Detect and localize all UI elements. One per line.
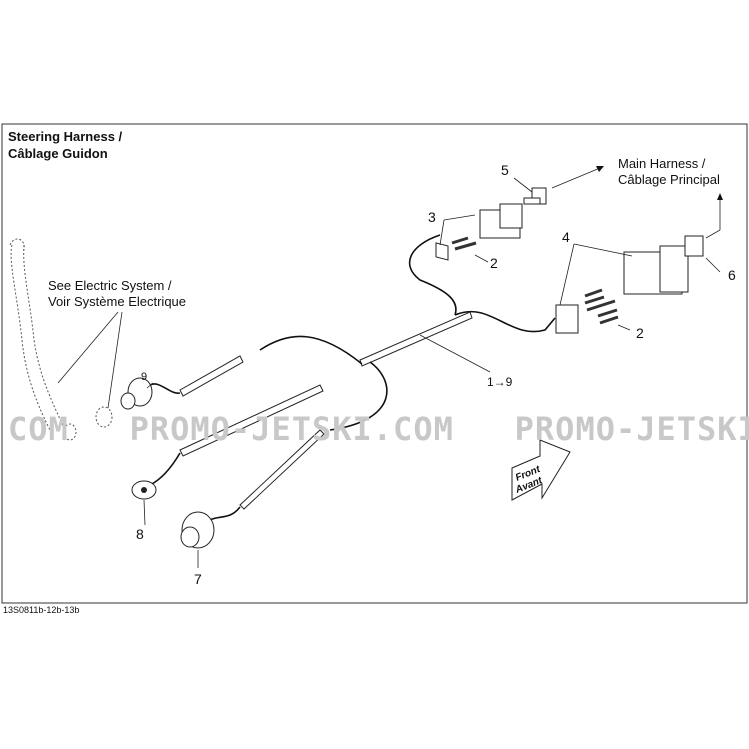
connector-5 xyxy=(523,187,547,205)
main-harness-line1: Main Harness / xyxy=(618,156,706,171)
title-line1: Steering Harness / xyxy=(8,129,123,144)
eyelet-8 xyxy=(131,480,157,500)
connector-6 xyxy=(684,235,704,257)
callout-7[interactable]: 7 xyxy=(194,571,202,587)
harness-wires xyxy=(149,234,556,521)
callout-3[interactable]: 3 xyxy=(428,209,436,225)
sensor-7 xyxy=(180,511,215,549)
see-electric-line2: Voir Système Electrique xyxy=(48,294,186,309)
callout-2-lower[interactable]: 2 xyxy=(636,325,644,341)
diagram-code: 13S0811b-12b-13b xyxy=(3,605,79,615)
switch-9 xyxy=(120,377,153,410)
see-electric-line1: See Electric System / xyxy=(48,278,172,293)
connector-4 xyxy=(555,245,689,334)
callout-9[interactable]: 9 xyxy=(141,371,147,383)
terminals-2a xyxy=(451,236,477,251)
callout-4[interactable]: 4 xyxy=(562,229,570,245)
terminals-2b xyxy=(584,288,619,325)
callout-6[interactable]: 6 xyxy=(728,267,736,283)
diagram-frame xyxy=(1,123,748,604)
callout-5[interactable]: 5 xyxy=(501,162,509,178)
callout-8[interactable]: 8 xyxy=(136,526,144,542)
connector-3 xyxy=(435,203,523,261)
callout-2-upper[interactable]: 2 xyxy=(490,255,498,271)
callout-1-to-9[interactable]: 1→9 xyxy=(487,375,513,389)
watermark: COM PROMO-JETSKI.COM PROMO-JETSKI xyxy=(8,410,749,448)
main-harness-line2: Câblage Principal xyxy=(618,172,720,187)
front-direction-arrow: Front Avant xyxy=(511,439,571,501)
title-line2: Câblage Guidon xyxy=(8,146,108,161)
steering-coil-reference xyxy=(9,238,113,441)
